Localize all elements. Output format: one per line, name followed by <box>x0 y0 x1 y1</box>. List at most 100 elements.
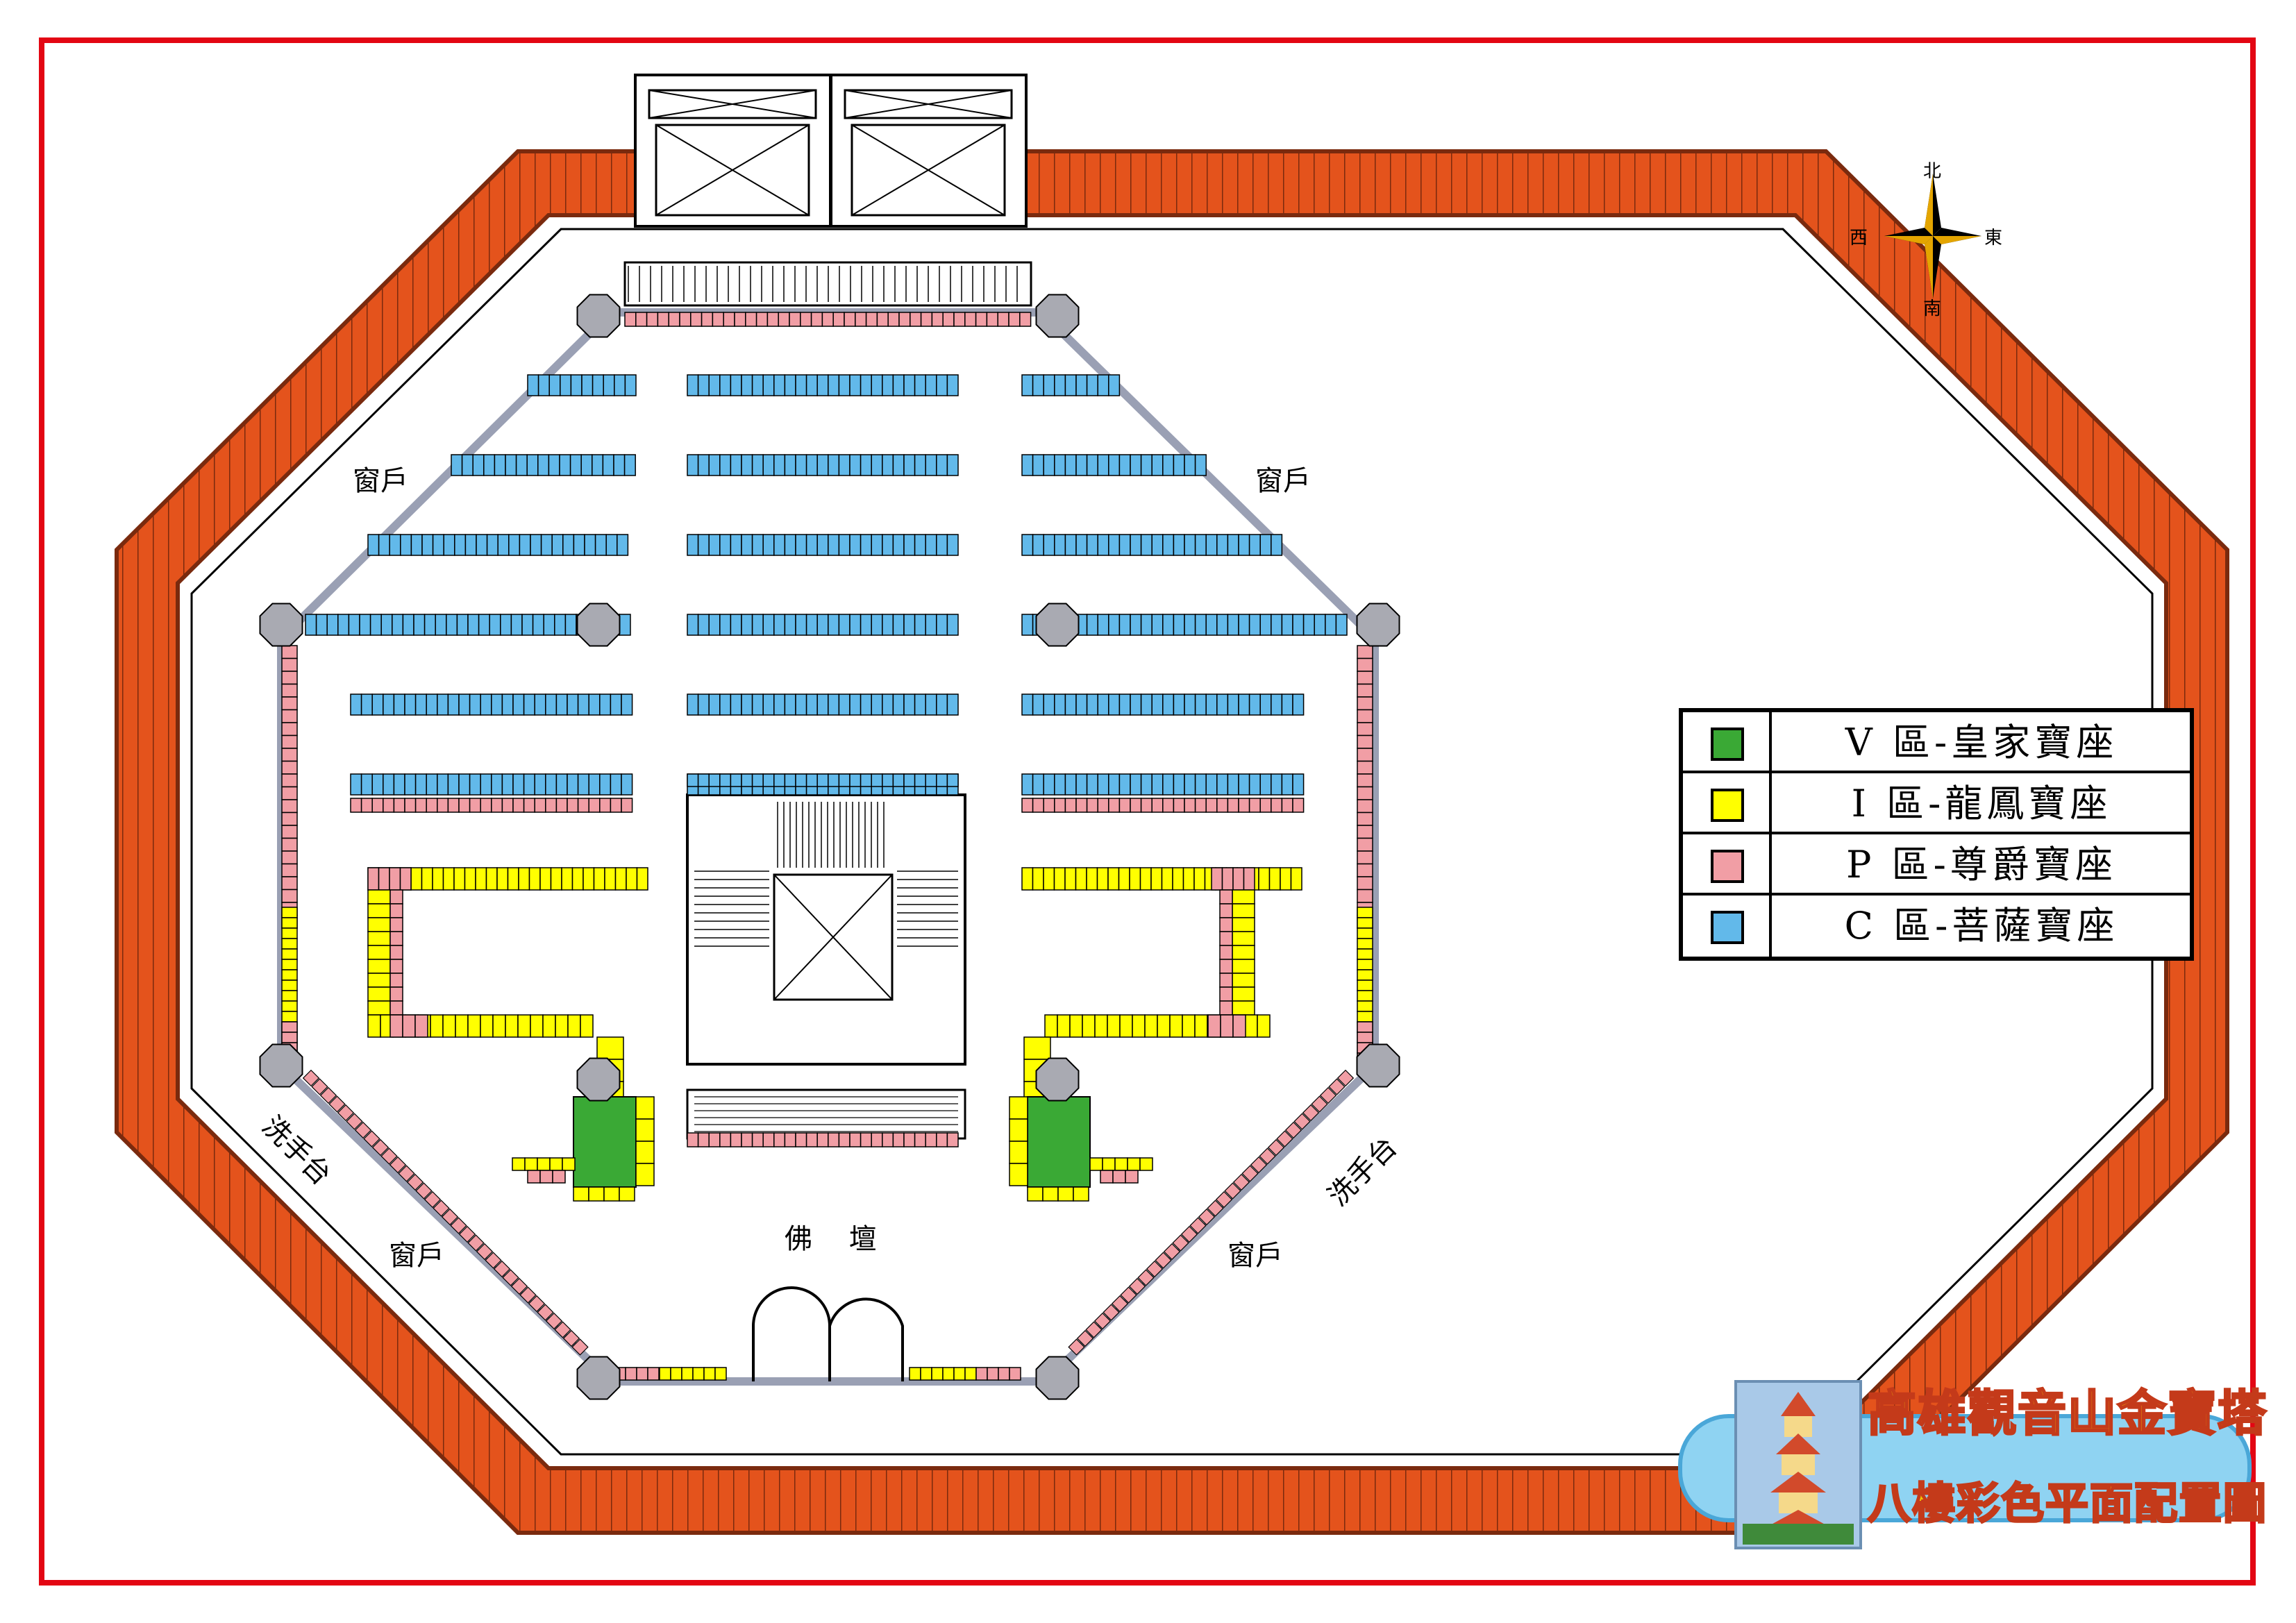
noble-seat <box>1302 1104 1320 1122</box>
bodhi-seat <box>719 454 732 476</box>
bodhi-seat <box>1097 454 1109 476</box>
bodhi-seat <box>914 374 926 396</box>
noble-seat <box>1155 1252 1172 1269</box>
bodhi-seat <box>730 534 742 556</box>
bodhi-seat <box>730 454 742 476</box>
bodhi-seat <box>1108 693 1121 716</box>
entrance-door[interactable] <box>752 1286 904 1381</box>
bodhi-seat <box>610 773 622 796</box>
noble-seat <box>1259 798 1272 813</box>
page-border <box>39 37 2256 1586</box>
bodhi-seat <box>914 534 926 556</box>
dragon-seat <box>588 1186 605 1202</box>
seat-legend: V 區-皇家寶座 I 區-龍鳳寶座 P 區-尊爵寶座 C 區-菩薩寶座 <box>1679 708 2194 961</box>
noble-seat <box>389 889 403 905</box>
noble-seat <box>1357 799 1373 814</box>
dragon-seat <box>1232 903 1255 918</box>
bodhi-seat <box>828 614 840 636</box>
dragon-seat <box>635 1141 655 1164</box>
dragon-seat <box>281 959 298 970</box>
dragon-seat <box>1044 1014 1058 1038</box>
bodhi-seat <box>501 693 514 716</box>
bodhi-seat <box>1140 454 1153 476</box>
noble-seat <box>281 683 298 698</box>
bodhi-seat <box>1118 693 1131 716</box>
bodhi-seat <box>1108 534 1121 556</box>
bodhi-seat <box>469 773 481 796</box>
bodhi-seat <box>1032 374 1044 396</box>
bodhi-seat <box>480 773 492 796</box>
dragon-seat <box>1182 867 1195 891</box>
bodhi-seat <box>730 773 742 787</box>
dragon-seat <box>953 1367 966 1381</box>
noble-seat <box>534 798 546 813</box>
dragon-seat <box>442 867 455 891</box>
noble-seat <box>766 312 779 327</box>
bodhi-seat <box>1075 534 1088 556</box>
bodhi-seat <box>1151 693 1164 716</box>
noble-seat <box>1357 1021 1373 1033</box>
bodhi-seat <box>892 773 905 787</box>
dragon-seat <box>1139 867 1152 891</box>
bodhi-seat <box>510 614 523 636</box>
bodhi-seat <box>1118 773 1131 796</box>
bodhi-seat <box>816 693 829 716</box>
noble-seat <box>1219 959 1233 974</box>
bodhi-seat <box>1043 534 1055 556</box>
bodhi-seat <box>1054 534 1066 556</box>
bodhi-seat <box>925 773 937 787</box>
noble-seat <box>281 696 298 711</box>
bodhi-seat <box>1151 454 1164 476</box>
bodhi-seat <box>730 614 742 636</box>
bodhi-seat <box>730 374 742 396</box>
noble-seat <box>510 1277 528 1295</box>
noble-seat <box>389 867 401 891</box>
bodhi-seat <box>443 534 455 556</box>
bodhi-seat <box>584 534 596 556</box>
noble-seat <box>577 798 589 813</box>
bodhi-seat <box>1075 773 1088 796</box>
bodhi-seat <box>599 773 612 796</box>
dragon-seat <box>1144 1014 1158 1038</box>
bodhi-seat <box>1238 614 1250 636</box>
bodhi-seat <box>946 454 959 476</box>
bodhi-seat <box>860 614 872 636</box>
noble-seat <box>708 1132 721 1147</box>
dragon-seat <box>1357 990 1373 1002</box>
noble-seat <box>1211 867 1223 891</box>
dragon-seat <box>281 927 298 939</box>
noble-seat <box>350 798 362 813</box>
noble-seat <box>415 1182 433 1200</box>
noble-seat <box>552 1170 566 1184</box>
noble-seat <box>1357 773 1373 788</box>
bodhi-seat <box>1140 773 1153 796</box>
bodhi-seat <box>1097 534 1109 556</box>
noble-seat <box>281 812 298 826</box>
dragon-seat <box>964 1367 977 1381</box>
dragon-seat <box>1127 1157 1141 1171</box>
bodhi-seat <box>1075 374 1088 396</box>
noble-seat <box>281 850 298 865</box>
dragon-seat <box>1139 1157 1153 1171</box>
noble-seat <box>931 312 944 327</box>
bodhi-seat <box>1043 693 1055 716</box>
bodhi-seat <box>1238 534 1250 556</box>
dragon-seat <box>485 867 498 891</box>
noble-seat <box>745 312 757 327</box>
noble-seat <box>679 312 692 327</box>
noble-seat <box>523 798 535 813</box>
noble-seat <box>1021 798 1034 813</box>
dragon-seat <box>1094 1014 1108 1038</box>
dragon-seat <box>1357 938 1373 950</box>
bodhi-seat <box>882 534 894 556</box>
bodhi-seat <box>530 534 542 556</box>
noble-seat <box>281 709 298 723</box>
bodhi-seat <box>537 374 550 396</box>
noble-seat <box>701 312 714 327</box>
noble-seat <box>887 312 900 327</box>
bodhi-seat <box>551 534 564 556</box>
bodhi-seat <box>467 614 480 636</box>
bodhi-seat <box>413 614 426 636</box>
bodhi-seat <box>903 773 916 787</box>
dragon-seat <box>1042 1186 1059 1202</box>
